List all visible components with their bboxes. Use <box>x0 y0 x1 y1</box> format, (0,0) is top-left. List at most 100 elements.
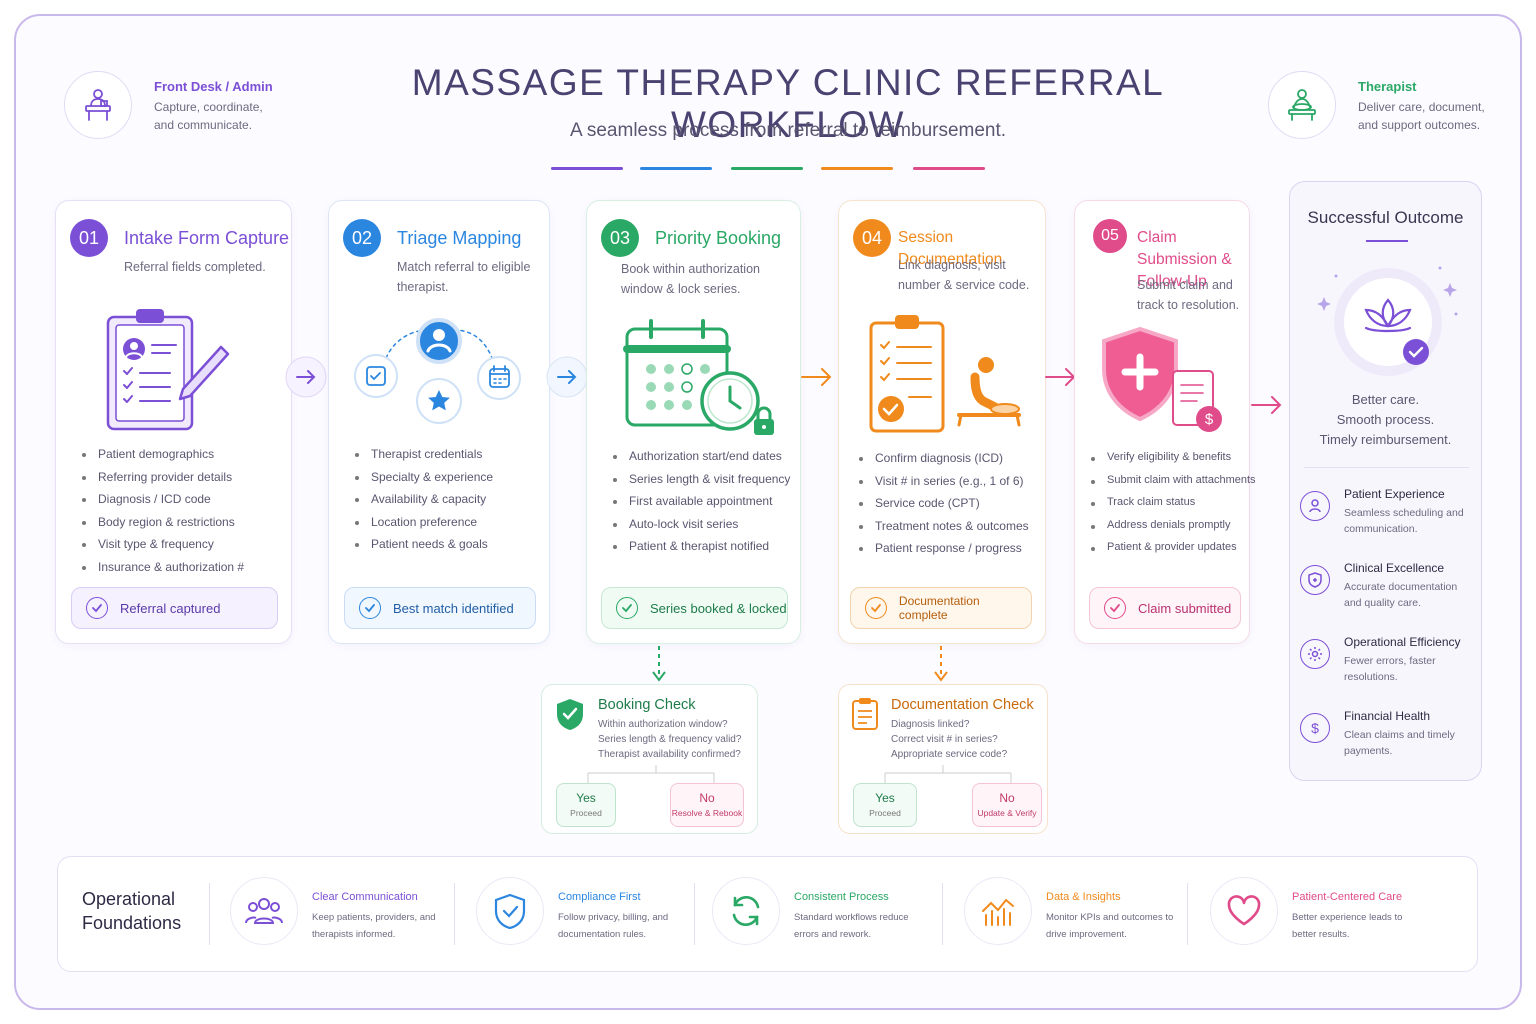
step-number: 01 <box>70 219 108 257</box>
outcome-item-desc: Accurate documentation and quality care. <box>1344 581 1458 609</box>
step-title: Priority Booking <box>655 228 782 248</box>
no-sublabel: Update & Verify <box>977 808 1037 818</box>
step-desc: Book within authorization window & lock … <box>621 262 760 296</box>
branch-connector <box>884 765 1012 785</box>
status-label: Series booked & locked <box>650 600 787 616</box>
page-title: MASSAGE THERAPY CLINIC REFERRAL WORKFLOW <box>411 62 1165 145</box>
shield-plus-icon: $ <box>1075 325 1249 445</box>
documentation-icon <box>839 311 1045 441</box>
yes-sublabel: Proceed <box>869 808 901 818</box>
step-number: 02 <box>343 219 381 257</box>
foundation-desc: Follow privacy, billing, and documentati… <box>558 912 669 940</box>
step-bullets: Patient demographics Referring provider … <box>82 447 244 582</box>
bullet-item: Patient response / progress <box>859 541 1029 564</box>
divider <box>1304 467 1469 468</box>
divider <box>454 883 455 945</box>
bullet-item: Service code (CPT) <box>859 496 1029 519</box>
step-title: Intake Form Capture <box>124 228 290 248</box>
front-desk-role: Front Desk / Admin Capture, coordinate, … <box>64 71 284 139</box>
bullet-item: Patient & therapist notified <box>613 539 790 562</box>
yes-label: Yes <box>576 791 596 805</box>
step-title: Triage Mapping <box>397 228 522 248</box>
no-sublabel: Resolve & Rebook <box>671 808 743 818</box>
outcome-line: Better care. <box>1351 392 1420 407</box>
bullet-item: Auto-lock visit series <box>613 517 790 540</box>
branch-connector <box>587 765 715 785</box>
foundation-title: Clear Communication <box>312 891 418 903</box>
step-number: 05 <box>1093 219 1127 253</box>
outcome-item-title: Clinical Excellence <box>1344 561 1445 575</box>
chart-icon <box>964 877 1032 945</box>
step-bullets: Therapist credentials Specialty & experi… <box>355 447 493 560</box>
foundation-title: Compliance First <box>558 891 641 903</box>
bullet-item: Series length & visit frequency <box>613 472 790 495</box>
bullet-item: Availability & capacity <box>355 492 493 515</box>
check-questions: Within authorization window? Series leng… <box>598 717 741 762</box>
page-subtitle: A seamless process from referral to reim… <box>569 120 1007 141</box>
yes-option: Yes Proceed <box>556 783 616 827</box>
status-badge-triage: Best match identified <box>344 587 536 629</box>
status-label: Referral captured <box>120 600 221 616</box>
step-desc: Submit claim and track to resolution. <box>1137 278 1240 312</box>
step-bullets: Confirm diagnosis (ICD) Visit # in serie… <box>859 451 1029 564</box>
divider <box>209 883 210 945</box>
document-check-icon <box>851 697 879 736</box>
bullet-item: Verify eligibility & benefits <box>1091 451 1256 474</box>
clipboard-icon <box>56 305 291 440</box>
bullet-item: Diagnosis / ICD code <box>82 492 244 515</box>
network-icon <box>329 313 549 438</box>
foundation-title: Consistent Process <box>794 891 889 903</box>
check-question: Within authorization window? <box>598 719 728 730</box>
status-label: Best match identified <box>393 600 514 616</box>
yes-label: Yes <box>875 791 895 805</box>
foundations-title: Operational Foundations <box>82 889 182 933</box>
foundation-desc: Keep patients, providers, and therapists… <box>312 912 436 940</box>
step-title: Claim Submission & Follow-Up <box>1137 229 1232 290</box>
shield-check-icon <box>476 877 544 945</box>
therapist-role: Therapist Deliver care, document, and su… <box>1268 71 1488 139</box>
arrow-down-icon <box>651 644 667 689</box>
foundation-desc: Monitor KPIs and outcomes to drive impro… <box>1046 912 1174 940</box>
step-card-claim: 05 Claim Submission & Follow-Up Submit c… <box>1074 200 1256 644</box>
svg-text:$: $ <box>1205 411 1214 428</box>
outcome-line: Timely reimbursement. <box>1319 432 1452 447</box>
bullet-item: Treatment notes & outcomes <box>859 519 1029 542</box>
divider <box>1187 883 1188 945</box>
step-desc: Match referral to eligible therapist. <box>397 260 531 294</box>
no-option: No Resolve & Rebook <box>670 783 744 827</box>
bullet-item: Location preference <box>355 515 493 538</box>
check-question: Appropriate service code? <box>891 749 1008 760</box>
front-desk-title: Front Desk / Admin <box>154 79 273 94</box>
bullet-item: First available appointment <box>613 494 790 517</box>
check-question: Series length & frequency valid? <box>598 734 742 745</box>
bullet-item: Patient needs & goals <box>355 537 493 560</box>
status-label: Claim submitted <box>1138 600 1232 616</box>
bullet-item: Visit # in series (e.g., 1 of 6) <box>859 474 1029 497</box>
step-card-intake: 01 Intake Form Capture Referral fields c… <box>55 200 292 644</box>
step-bullets: Verify eligibility & benefits Submit cla… <box>1091 451 1256 564</box>
step-card-triage: 02 Triage Mapping Match referral to elig… <box>328 200 550 644</box>
check-circle-icon <box>359 597 381 619</box>
arrow-right-icon <box>546 356 588 403</box>
bullet-item: Insurance & authorization # <box>82 560 244 583</box>
accent-rule-green <box>731 167 803 170</box>
bullet-item: Patient demographics <box>82 447 244 470</box>
therapist-title: Therapist <box>1358 79 1417 94</box>
successful-outcome-panel: Successful Outcome Better care. Smooth p… <box>1289 181 1482 781</box>
arrow-right-icon <box>285 356 327 403</box>
yes-sublabel: Proceed <box>570 808 602 818</box>
therapist-icon <box>1268 71 1336 139</box>
bullet-item: Body region & restrictions <box>82 515 244 538</box>
divider <box>942 883 943 945</box>
front-desk-desc: Capture, coordinate, and communicate. <box>154 100 263 132</box>
outcome-summary: Better care. Smooth process. Timely reim… <box>1290 390 1481 450</box>
foundation-desc: Standard workflows reduce errors and rew… <box>794 912 909 940</box>
clinical-excellence-icon <box>1300 565 1330 595</box>
svg-text:$: $ <box>1311 720 1319 736</box>
check-question: Therapist availability confirmed? <box>598 749 741 760</box>
bullet-item: Authorization start/end dates <box>613 449 790 472</box>
accent-rule-pink <box>913 167 985 170</box>
status-badge-documentation: Documentation complete <box>850 587 1032 629</box>
outcome-item-desc: Clean claims and timely payments. <box>1344 729 1455 757</box>
bullet-item: Track claim status <box>1091 496 1256 519</box>
